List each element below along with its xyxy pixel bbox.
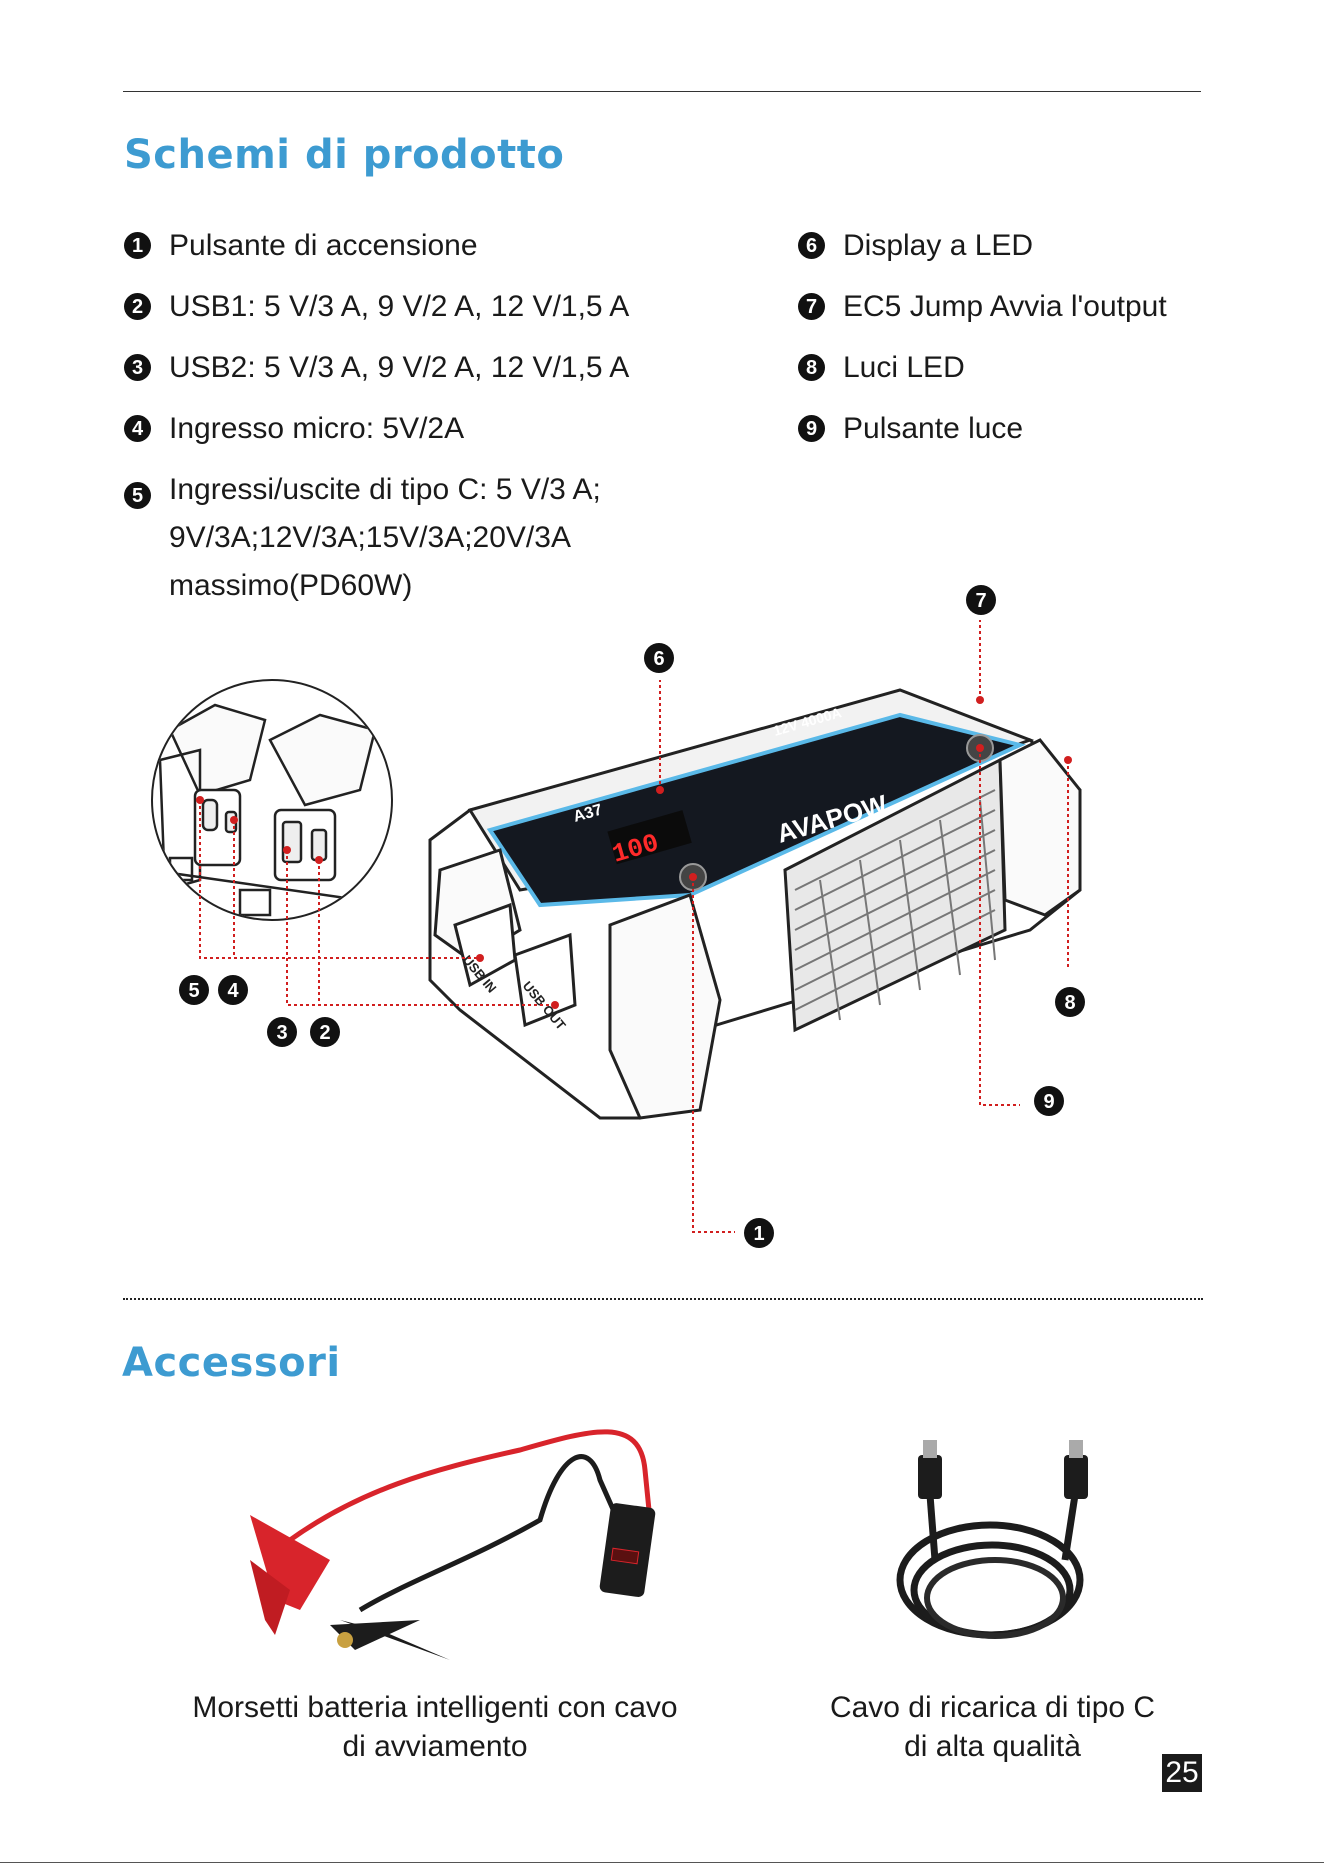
section-title-accessories: Accessori [122,1340,341,1386]
callout-4: 4 [218,975,248,1005]
feature-number: 2 [124,293,151,320]
callout-8: 8 [1055,987,1085,1017]
svg-text:1: 1 [753,1223,764,1245]
feature-item: 4 Ingresso micro: 5V/2A [124,411,724,447]
svg-text:7: 7 [975,590,986,612]
callout-7: 7 [966,585,996,615]
feature-number: 3 [124,354,151,381]
feature-text: Luci LED [843,351,965,384]
callout-6: 6 [644,643,674,673]
feature-text: USB2: 5 V/3 A, 9 V/2 A, 12 V/1,5 A [169,351,630,384]
feature-list-left: 1 Pulsante di accensione 2 USB1: 5 V/3 A… [124,228,724,610]
feature-number: 1 [124,232,151,259]
feature-text: Ingressi/uscite di tipo C: 5 V/3 A; [169,473,601,506]
feature-number: 6 [798,232,825,259]
feature-item: 7 EC5 Jump Avvia l'output [798,289,1218,325]
feature-list-right: 6 Display a LED 7 EC5 Jump Avvia l'outpu… [798,228,1218,447]
bottom-rule [0,1862,1324,1863]
feature-number: 8 [798,354,825,381]
feature-item: 6 Display a LED [798,228,1218,264]
feature-text: Display a LED [843,229,1034,262]
feature-item: 5 Ingressi/uscite di tipo C: 5 V/3 A; 9V… [124,472,724,610]
feature-text: 9V/3A;12V/3A;15V/3A;20V/3A [169,521,571,554]
callout-3: 3 [267,1017,297,1047]
feature-number: 9 [798,415,825,442]
feature-text: massimo(PD60W) [169,569,413,602]
feature-item: 9 Pulsante luce [798,411,1218,447]
svg-text:6: 6 [653,648,664,670]
svg-text:9: 9 [1043,1091,1054,1113]
feature-text: Pulsante di accensione [169,229,478,262]
feature-text: Pulsante luce [843,412,1024,445]
feature-item: 1 Pulsante di accensione [124,228,724,264]
feature-number: 5 [124,482,151,509]
feature-item: 8 Luci LED [798,350,1218,386]
svg-text:5: 5 [188,980,199,1002]
svg-text:8: 8 [1064,992,1075,1014]
feature-number: 7 [798,293,825,320]
page-number: 25 [1162,1754,1202,1792]
svg-text:2: 2 [319,1022,330,1044]
top-rule [123,91,1201,92]
type-c-cable-image [896,1440,1088,1639]
feature-item: 2 USB1: 5 V/3 A, 9 V/2 A, 12 V/1,5 A [124,289,724,325]
accessory-caption-cable: Cavo di ricarica di tipo C di alta quali… [829,1691,1156,1763]
svg-text:3: 3 [276,1022,287,1044]
battery-clamps-cable-image [250,1429,656,1660]
feature-text: USB1: 5 V/3 A, 9 V/2 A, 12 V/1,5 A [169,290,630,323]
callout-dots [196,696,1072,1009]
callout-1: 1 [744,1218,774,1248]
feature-text: EC5 Jump Avvia l'output [843,290,1167,323]
section-title-product: Schemi di prodotto [124,132,565,178]
feature-item: 3 USB2: 5 V/3 A, 9 V/2 A, 12 V/1,5 A [124,350,724,386]
product-diagram: A37 12V 4000A AVAPOW 100 USB IN USB OUT … [151,585,1085,1248]
callout-leader-lines [199,620,1069,1233]
vent-grille [783,757,1007,1033]
accessory-caption-clamps: Morsetti batteria intelligenti con cavo … [192,1691,678,1763]
port-zoom-inset [151,679,393,921]
jump-starter-device [428,688,1082,1120]
section-divider [123,1298,1203,1300]
callout-2: 2 [310,1017,340,1047]
feature-number: 4 [124,415,151,442]
callout-9: 9 [1034,1086,1064,1116]
callout-5: 5 [179,975,209,1005]
feature-text: Ingresso micro: 5V/2A [169,412,465,445]
svg-text:4: 4 [227,980,239,1002]
